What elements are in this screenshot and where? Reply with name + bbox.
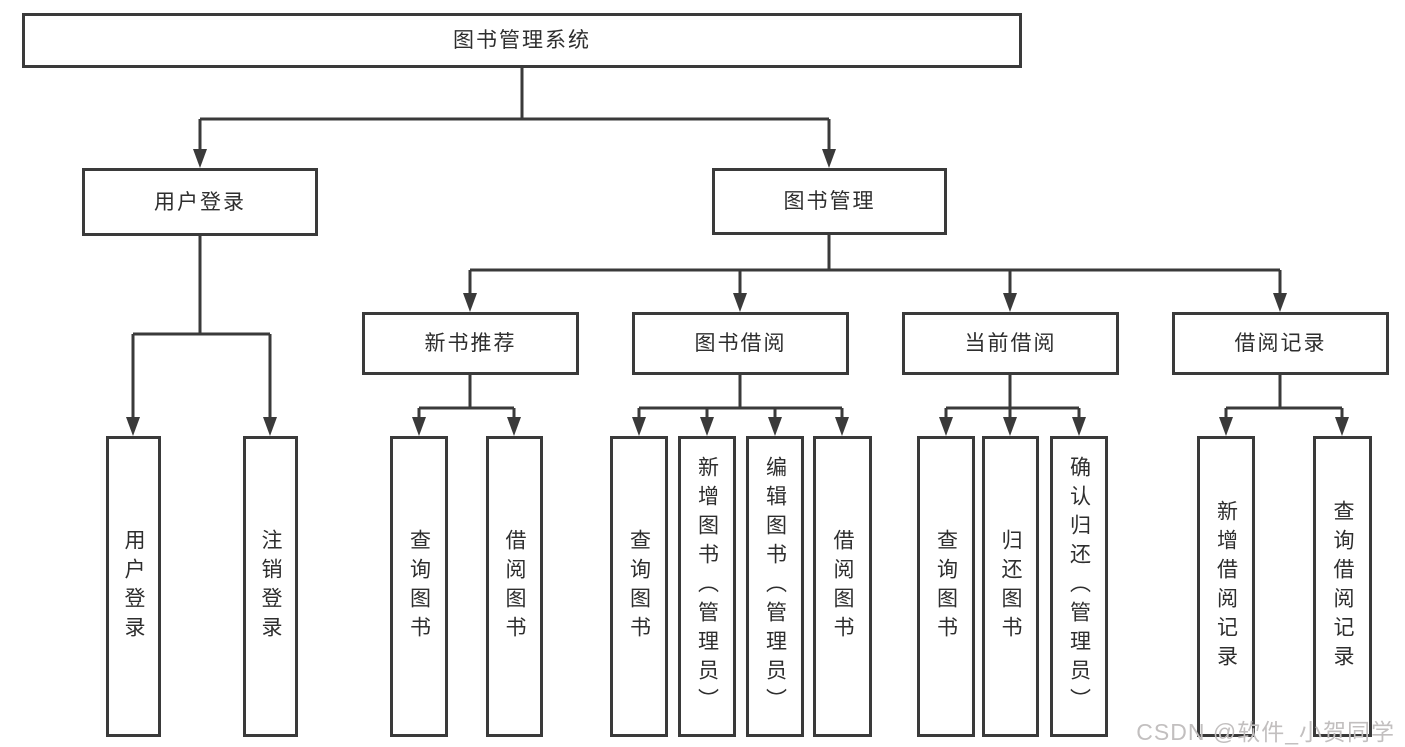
leaf-confirm-return-admin: 确认归还（管理员）	[1050, 436, 1108, 737]
connector-borrowrecords-to-leaves	[1224, 375, 1344, 418]
arrowhead-icon	[632, 417, 646, 436]
arrowhead-icon	[193, 149, 207, 168]
arrowhead-icon	[1219, 417, 1233, 436]
connector-newbook-to-leaves	[417, 375, 516, 418]
arrowhead-icon	[1003, 293, 1017, 312]
leaf-query-books-recommend: 查询图书	[390, 436, 448, 737]
leaf-edit-book-admin: 编辑图书（管理员）	[746, 436, 804, 737]
node-new-book-recommend-label: 新书推荐	[424, 332, 517, 355]
leaf-borrow-books-recommend: 借阅图书	[486, 436, 543, 737]
arrowhead-icon	[126, 417, 140, 436]
arrowhead-icon	[1335, 417, 1349, 436]
arrowhead-icon	[263, 417, 277, 436]
leaf-query-books-recommend-label: 查询图书	[407, 528, 431, 645]
arrowhead-icon	[939, 417, 953, 436]
leaf-query-borrow-record-label: 查询借阅记录	[1331, 499, 1354, 674]
arrowhead-icon	[768, 417, 782, 436]
leaf-query-books-borrow-label: 查询图书	[627, 528, 651, 645]
leaf-add-borrow-record-label: 新增借阅记录	[1214, 499, 1238, 674]
arrowhead-icon	[733, 293, 747, 312]
node-user-login: 用户登录	[82, 168, 318, 236]
leaf-user-login: 用户登录	[106, 436, 161, 737]
leaf-add-book-admin-label: 新增图书（管理员）	[695, 456, 719, 717]
arrowhead-icon	[1072, 417, 1086, 436]
node-book-borrow-label: 图书借阅	[694, 332, 787, 355]
connector-bookborrow-to-leaves	[637, 375, 844, 418]
node-book-management: 图书管理	[712, 168, 947, 235]
node-borrow-records: 借阅记录	[1172, 312, 1389, 375]
leaf-return-books: 归还图书	[982, 436, 1039, 737]
arrowhead-icon	[700, 417, 714, 436]
leaf-query-books-current: 查询图书	[917, 436, 975, 737]
connector-currentborrow-to-leaves	[944, 375, 1081, 418]
leaf-query-books-borrow: 查询图书	[610, 436, 668, 737]
arrowhead-icon	[507, 417, 521, 436]
node-root-label: 图书管理系统	[453, 29, 591, 52]
arrowhead-icon	[822, 149, 836, 168]
node-borrow-records-label: 借阅记录	[1234, 332, 1327, 355]
leaf-logout: 注销登录	[243, 436, 298, 737]
leaf-return-books-label: 归还图书	[999, 528, 1022, 645]
node-book-borrow: 图书借阅	[632, 312, 849, 375]
leaf-borrow-books-recommend-label: 借阅图书	[503, 528, 526, 645]
arrowhead-icon	[463, 293, 477, 312]
node-current-borrow: 当前借阅	[902, 312, 1119, 375]
connector-root-to-level2	[198, 68, 831, 150]
node-book-management-label: 图书管理	[783, 190, 876, 213]
leaf-borrow-books: 借阅图书	[813, 436, 872, 737]
node-new-book-recommend: 新书推荐	[362, 312, 579, 375]
leaf-add-borrow-record: 新增借阅记录	[1197, 436, 1255, 737]
leaf-add-book-admin: 新增图书（管理员）	[678, 436, 736, 737]
connector-bookmgmt-to-level3	[468, 235, 1282, 294]
node-current-borrow-label: 当前借阅	[964, 332, 1057, 355]
leaf-user-login-label: 用户登录	[122, 528, 145, 645]
leaf-logout-label: 注销登录	[259, 528, 282, 645]
leaf-borrow-books-label: 借阅图书	[831, 528, 854, 645]
arrowhead-icon	[1273, 293, 1287, 312]
node-user-login-label: 用户登录	[154, 190, 246, 214]
leaf-query-books-current-label: 查询图书	[934, 528, 958, 645]
node-root: 图书管理系统	[22, 13, 1022, 68]
connector-userlogin-to-leaves	[131, 236, 272, 418]
arrowheads	[126, 149, 1349, 436]
leaf-edit-book-admin-label: 编辑图书（管理员）	[763, 456, 787, 717]
leaf-query-borrow-record: 查询借阅记录	[1313, 436, 1372, 737]
leaf-confirm-return-admin-label: 确认归还（管理员）	[1067, 456, 1091, 717]
arrowhead-icon	[835, 417, 849, 436]
arrowhead-icon	[412, 417, 426, 436]
csdn-watermark: CSDN @软件_小贺同学	[1136, 719, 1395, 745]
arrowhead-icon	[1003, 417, 1017, 436]
